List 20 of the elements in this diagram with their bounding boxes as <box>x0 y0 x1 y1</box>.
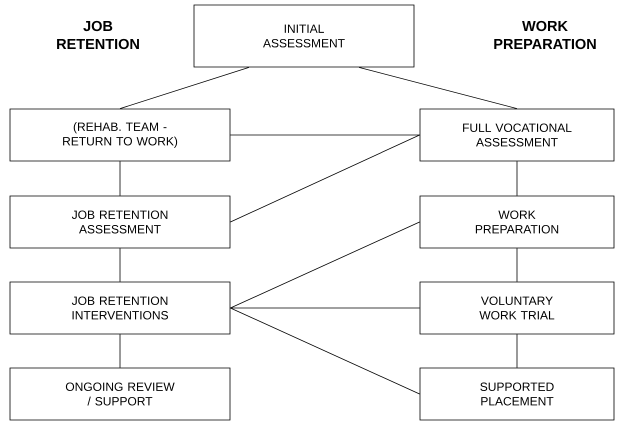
process-box: WORK PREPARATION <box>420 196 614 248</box>
connector-line <box>230 134 420 222</box>
connector-line <box>516 161 518 196</box>
connector-line <box>230 222 420 308</box>
connector-line <box>120 67 250 109</box>
process-box: ONGOING REVIEW / SUPPORT <box>10 368 230 420</box>
process-box: SUPPORTED PLACEMENT <box>420 368 614 420</box>
column-heading: WORK PREPARATION <box>494 20 596 50</box>
process-box: JOB RETENTION INTERVENTIONS <box>10 282 230 334</box>
connector-line <box>230 134 420 136</box>
process-box: INITIAL ASSESSMENT <box>194 4 414 68</box>
connector-line <box>358 67 518 109</box>
connector-line <box>516 248 518 282</box>
process-box: JOB RETENTION ASSESSMENT <box>10 196 230 248</box>
process-box: (REHAB. TEAM - RETURN TO WORK) <box>10 108 230 162</box>
connector-line <box>230 308 420 394</box>
connector-line <box>516 334 518 368</box>
process-box: VOLUNTARY WORK TRIAL <box>420 282 614 334</box>
process-box: FULL VOCATIONAL ASSESSMENT <box>420 108 614 162</box>
column-heading: JOB RETENTION <box>57 20 139 50</box>
